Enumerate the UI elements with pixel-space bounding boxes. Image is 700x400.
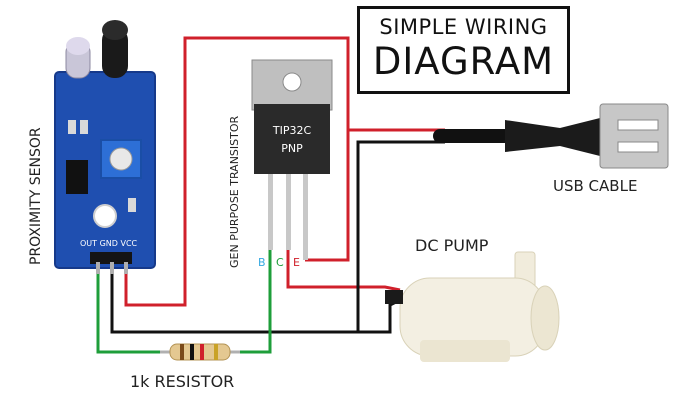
transistor-label: GEN PURPOSE TRANSISTOR [228, 115, 241, 268]
transistor-model: TIP32C [272, 124, 312, 137]
dc-pump [385, 251, 560, 362]
resistor [160, 343, 240, 361]
transistor-type: PNP [281, 142, 303, 155]
transistor-pin-c: C [276, 256, 284, 269]
transistor-pin-e: E [293, 256, 300, 269]
title-line-2: DIAGRAM [372, 40, 555, 83]
sensor-pin-labels: OUT GND VCC [80, 239, 138, 248]
title-line-1: SIMPLE WIRING [379, 15, 548, 39]
wire-green-signal [96, 270, 160, 354]
wire-red-collector [286, 240, 401, 292]
resistor-label: 1k RESISTOR [130, 372, 235, 391]
title-box: SIMPLE WIRING DIAGRAM [357, 6, 570, 94]
wire-red-emitter [305, 130, 350, 262]
wire-black-usb [356, 140, 445, 332]
proximity-sensor-label: PROXIMITY SENSOR [28, 127, 44, 265]
dc-pump-label: DC PUMP [415, 236, 489, 255]
proximity-sensor-module: OUT GND VCC [54, 20, 156, 274]
transistor-pin-b: B [258, 256, 266, 269]
usb-cable-label: USB CABLE [553, 177, 638, 195]
usb-cable [433, 103, 669, 169]
wire-green-base [240, 250, 272, 354]
transistor: TIP32C PNP B C E [251, 59, 333, 269]
